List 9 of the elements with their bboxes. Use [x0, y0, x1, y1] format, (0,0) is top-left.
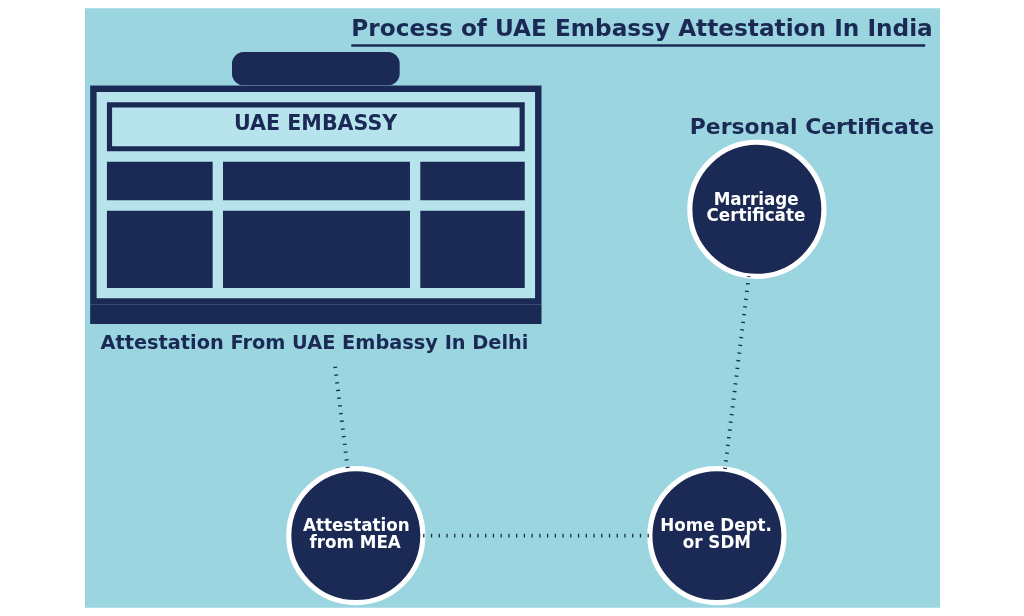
- node-label: Personal Certificate: [689, 114, 934, 140]
- node-circle: Attestation from MEA: [285, 465, 425, 606]
- connector: [422, 533, 650, 538]
- node-label: Attestation From UAE Embassy In Delhi: [99, 330, 528, 354]
- node-circle: Marriage Certificate: [686, 139, 827, 279]
- diagram-title: Process of UAE Embassy Attestation In India: [350, 13, 933, 41]
- node-circle: Home Dept. or SDM: [646, 465, 787, 606]
- connector: [332, 366, 350, 470]
- connector: [722, 275, 751, 470]
